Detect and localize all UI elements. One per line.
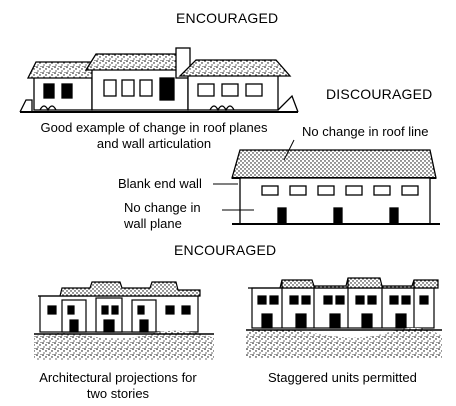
- projections-two-story-drawing: [34, 281, 214, 360]
- callout-no-change-wall-line2: wall plane: [124, 216, 182, 231]
- encouraged-ranch-house-drawing: [19, 47, 299, 113]
- caption-good-example-line1: Good example of change in roof planes: [40, 120, 268, 135]
- caption-good-example-line2: and wall articulation: [96, 136, 212, 151]
- heading-discouraged: DISCOURAGED: [326, 86, 433, 102]
- caption-projections-line1: Architectural projections for: [39, 370, 197, 385]
- callout-no-change-wall-line1: No change in: [124, 200, 201, 215]
- heading-encouraged-bottom: ENCOURAGED: [174, 242, 277, 258]
- callout-blank-end-wall: Blank end wall: [118, 176, 202, 191]
- caption-projections-line2: two stories: [86, 386, 150, 401]
- heading-encouraged-top: ENCOURAGED: [176, 10, 279, 26]
- staggered-units-drawing: [246, 277, 442, 358]
- discouraged-row-building-drawing: [213, 139, 440, 225]
- flat-roof: [231, 149, 437, 179]
- callout-no-change-roof-line: No change in roof line: [302, 124, 429, 139]
- caption-staggered-units: Staggered units permitted: [268, 370, 417, 385]
